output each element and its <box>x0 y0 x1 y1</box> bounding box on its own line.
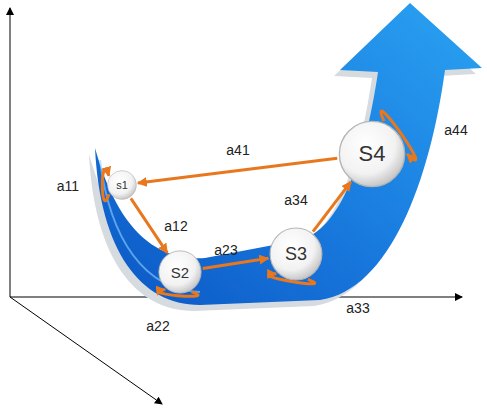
transition-label: a44 <box>444 122 467 138</box>
axis-line <box>10 8 11 297</box>
state-label: S4 <box>359 141 386 167</box>
transition-label: a23 <box>214 242 237 258</box>
state-label: S2 <box>171 264 189 281</box>
circle-shape <box>270 228 322 280</box>
axis-line <box>10 297 162 404</box>
state-label: s1 <box>116 179 128 191</box>
transition-arrow <box>203 258 269 268</box>
transition-label: a34 <box>284 192 307 208</box>
state-circle: s1 <box>107 170 137 200</box>
state-label: S3 <box>285 244 307 265</box>
circle-shape <box>108 171 137 200</box>
state-circle: S2 <box>158 250 202 294</box>
state-circle: S4 <box>338 120 406 188</box>
transition-arrow <box>131 198 167 253</box>
state-circle: S3 <box>269 227 323 281</box>
transition-label: a41 <box>226 142 249 158</box>
circle-shape <box>339 121 404 186</box>
transition-arrow <box>313 182 351 232</box>
transition-label: a22 <box>146 318 169 334</box>
state-text-wrap: S2 <box>158 250 202 294</box>
transition-label: a12 <box>164 218 187 234</box>
arrow-highlight <box>100 160 200 292</box>
transition-arrow <box>138 158 337 183</box>
state-text-wrap: S3 <box>269 227 323 281</box>
circle-shape <box>159 251 201 293</box>
state-text-wrap: s1 <box>107 170 137 200</box>
blue-curved-arrow <box>95 3 482 305</box>
state-text-wrap: S4 <box>338 120 406 188</box>
transition-label: a11 <box>57 178 79 194</box>
transition-label: a33 <box>346 300 369 316</box>
